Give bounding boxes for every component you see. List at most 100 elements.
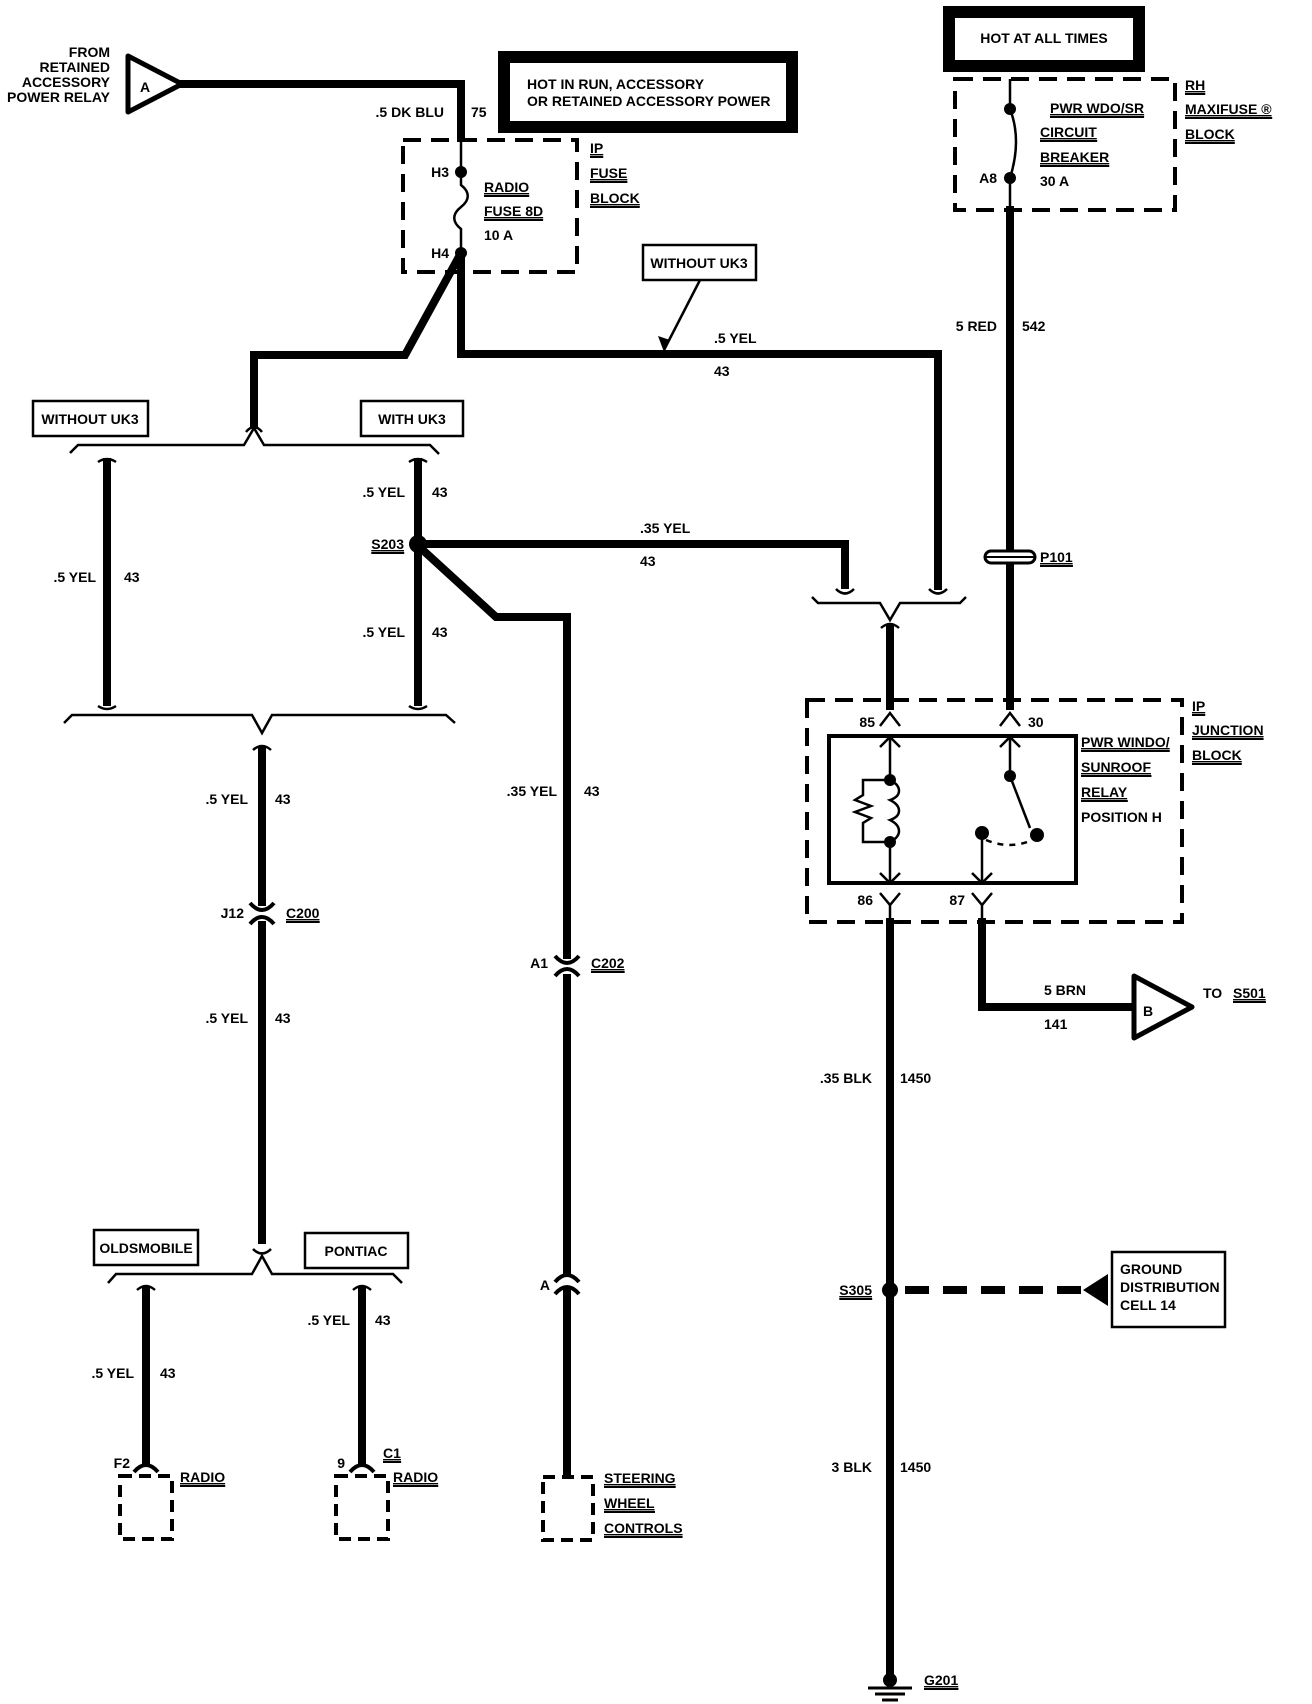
olds-hook (136, 1284, 156, 1291)
maxifuse-name-2: MAXIFUSE ® (1185, 101, 1272, 117)
wire-75 (178, 80, 465, 142)
left-branch-hook-bottom (97, 704, 117, 711)
make-bracket-hook (252, 1248, 272, 1255)
fuse-block-name-3: BLOCK (590, 190, 640, 206)
hot-at-all-times-text: HOT AT ALL TIMES (980, 30, 1108, 46)
connector-c202: A1 C202 (530, 954, 625, 978)
switch-no-contact (1030, 828, 1044, 842)
wire-43-center-circuit: 43 (275, 791, 291, 807)
maxifuse-name-3: BLOCK (1185, 126, 1235, 142)
splice-s203-dot (409, 535, 427, 553)
pontiac-label: PONTIAC (325, 1243, 388, 1259)
relay-switch-arm-icon (1008, 775, 1032, 829)
wire-43-olds-gauge: .5 YEL (91, 1365, 134, 1381)
wire-43-c200-below-circuit: 43 (275, 1010, 291, 1026)
wire-542-circuit: 542 (1022, 318, 1046, 334)
without-uk3-callout: WITHOUT UK3 (641, 243, 758, 352)
steer-a-pin: A (540, 1277, 550, 1293)
pin-h4: H4 (431, 245, 449, 261)
ip-junction-block: 85 86 30 87 PWR WINDO/ SUNROOF RELAY POS… (805, 698, 1264, 924)
ground-ref-line-3: CELL 14 (1120, 1297, 1176, 1313)
s203-branch-hook-bottom (408, 704, 428, 711)
olds-radio-component (118, 1474, 174, 1541)
wire-43-olds-circuit: 43 (160, 1365, 176, 1381)
wire-43-steering (420, 547, 571, 959)
make-bracket-line (107, 1253, 403, 1284)
p101-label: P101 (1040, 549, 1073, 565)
breaker-name-1: PWR WDO/SR (1050, 100, 1144, 116)
breaker-name-3: BREAKER (1040, 149, 1109, 165)
arrow-head-icon (658, 336, 670, 352)
steering-name-2: WHEEL (604, 1495, 655, 1511)
c202-name: C202 (591, 955, 625, 971)
c200-male-icon (248, 915, 276, 926)
pin-86: 86 (857, 892, 873, 908)
pontiac-radio-component (334, 1474, 390, 1541)
relay-position: POSITION H (1081, 809, 1162, 825)
wire-75-circuit: 75 (471, 104, 487, 120)
wire-141 (978, 918, 1140, 1011)
ground-g201: G201 (868, 1672, 959, 1702)
splice-s305-dot (882, 1282, 898, 1298)
connector-a-label-2: RETAINED (39, 59, 110, 75)
callout-arrow-line (662, 279, 702, 351)
relay-coil-icon (886, 778, 901, 844)
connector-b: B TO S501 (1131, 973, 1266, 1041)
pin-85: 85 (859, 714, 875, 730)
connector-b-prefix: TO (1203, 985, 1222, 1001)
splice-s305-label: S305 (839, 1282, 872, 1298)
connector-a-label-1: FROM (69, 44, 110, 60)
wire-43-center-gauge: .5 YEL (205, 791, 248, 807)
wire-43-s203-in-gauge: .5 YEL (362, 484, 405, 500)
ground-g201-label: G201 (924, 1672, 958, 1688)
merge-bracket-line (63, 713, 456, 736)
breaker-pin-a8: A8 (979, 170, 997, 186)
wire-141-gauge: 5 BRN (1044, 982, 1086, 998)
relay-name-1: PWR WINDO/ (1081, 734, 1170, 750)
splice-s203-label: S203 (371, 536, 404, 552)
steering-name-1: STEERING (604, 1470, 676, 1486)
wire-43-s203-out-gauge: .5 YEL (362, 624, 405, 640)
wire-43-left-circuit: 43 (124, 569, 140, 585)
pontiac-radio-connector-icon (348, 1463, 376, 1474)
hot-at-all-times-note: HOT AT ALL TIMES (943, 6, 1145, 72)
ip-fuse-block: H3 H4 RADIO FUSE 8D 10 A IP FUSE BLOCK (401, 138, 640, 274)
pontiac-radio-pin: 9 (337, 1455, 345, 1471)
without-uk3-top-label: WITHOUT UK3 (650, 255, 747, 271)
wire-43-c200-below-gauge: .5 YEL (205, 1010, 248, 1026)
hot-in-run-line-2: OR RETAINED ACCESSORY POWER (527, 93, 770, 109)
wire-43-steering-circuit: 43 (584, 783, 600, 799)
hot-in-run-note: HOT IN RUN, ACCESSORY OR RETAINED ACCESS… (498, 51, 798, 133)
wire-43-s203-out-circuit: 43 (432, 624, 448, 640)
connector-b-triangle (1131, 973, 1195, 1041)
pontiac-hook (352, 1284, 372, 1291)
suppression-resistor-icon (851, 778, 890, 844)
pin-30-connector-icon (999, 710, 1021, 727)
steering-name-3: CONTROLS (604, 1520, 683, 1536)
rh-maxifuse-block: A8 PWR WDO/SR CIRCUIT BREAKER 30 A RH MA… (953, 77, 1273, 212)
pin-30: 30 (1028, 714, 1044, 730)
pontiac-radio-conn: C1 (383, 1445, 401, 1461)
wire-1450-top-gauge: .35 BLK (820, 1070, 872, 1086)
without-uk3-left-label: WITHOUT UK3 (41, 411, 138, 427)
junction-block-name-1: IP (1192, 698, 1205, 714)
option-bracket-uk3: WITHOUT UK3 WITH UK3 (31, 399, 465, 455)
c200-female-icon (248, 901, 276, 912)
coil-top-lead (879, 735, 901, 780)
wire-1450-top-circuit: 1450 (900, 1070, 931, 1086)
relay-bracket-hook-left (835, 588, 855, 595)
wire-43-pontiac-gauge: .5 YEL (307, 1312, 350, 1328)
fuse-block-name-1: IP (590, 140, 603, 156)
wire-43-steering-gauge: .35 YEL (507, 783, 558, 799)
fuse-rating: 10 A (484, 227, 513, 243)
wire-43-left-gauge: .5 YEL (53, 569, 96, 585)
steer-a-male-icon (553, 1285, 581, 1296)
pass-through-p101: P101 (983, 549, 1073, 567)
hot-in-run-line-1: HOT IN RUN, ACCESSORY (527, 76, 705, 92)
olds-radio-connector-icon (132, 1463, 160, 1474)
left-branch-hook-top (97, 457, 117, 464)
steer-a-female-icon (553, 1273, 581, 1284)
wire-43-s203-right (424, 540, 849, 589)
connector-a-label-3: ACCESSORY (22, 74, 111, 90)
pontiac-radio-name: RADIO (393, 1469, 438, 1485)
